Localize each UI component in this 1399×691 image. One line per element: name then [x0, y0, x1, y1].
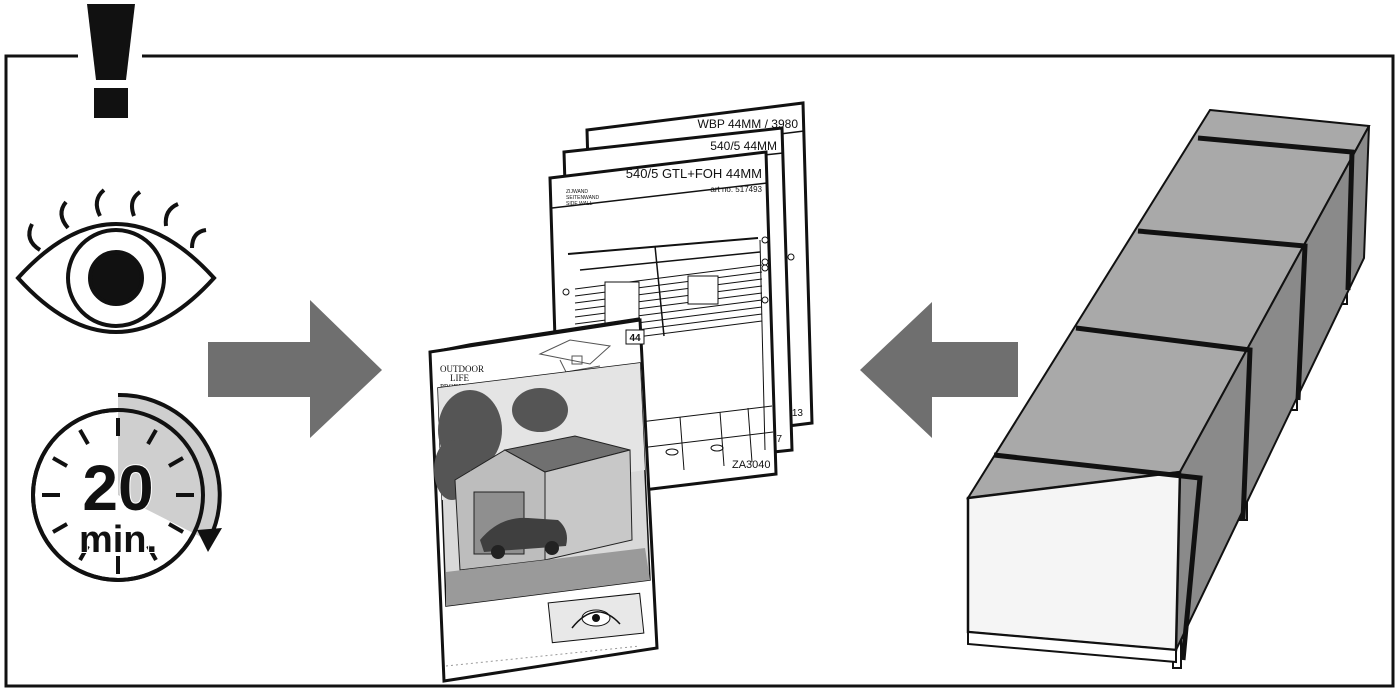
sheet-front-art: art no. 517493 [710, 185, 762, 194]
timer-icon: 20 min. [33, 395, 222, 580]
exclamation-icon [87, 4, 135, 118]
garage-render [434, 363, 650, 606]
manual-brochure: OUTDOOR LIFE PRODUCTS 44 [430, 318, 657, 681]
timer-unit: min. [79, 519, 157, 561]
arrow-right [208, 300, 382, 438]
arrow-left [860, 302, 1018, 438]
brand-line-2: LIFE [450, 373, 470, 383]
packed-crate [968, 110, 1369, 668]
sheet-middle-corner: 7 [776, 434, 782, 445]
timer-value: 20 [82, 452, 153, 524]
sheet-front-wall-label-3: SIDE WALL [566, 201, 593, 207]
sheet-front-code: ZA3040 [732, 459, 771, 471]
page-badge-number: 44 [629, 333, 641, 344]
sheet-front-title: 540/5 GTL+FOH 44MM [626, 166, 762, 181]
eye-icon [18, 190, 214, 332]
